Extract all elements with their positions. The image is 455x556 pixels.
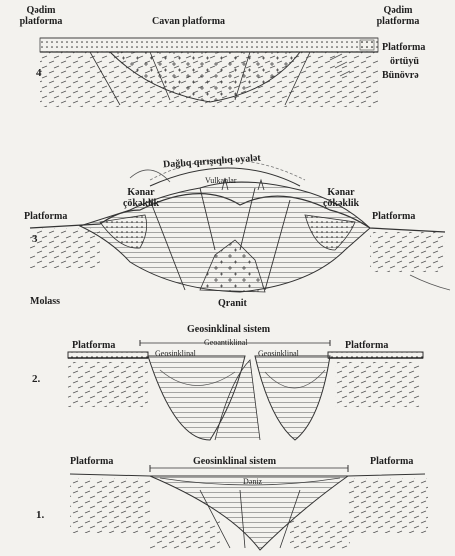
panel-3-left-trough: Kənar çökəklik xyxy=(110,187,172,209)
panel-4-center-label: Cavan platforma xyxy=(152,16,225,27)
panel-1-left-platform: Platforma xyxy=(70,456,113,467)
panel-2-left-platform: Platforma xyxy=(72,340,115,351)
panel-2-anticline-label: Geoantiklinal xyxy=(204,338,248,347)
panel-3-section xyxy=(30,160,450,292)
panel-4-legend-cover: Platforma xyxy=(382,42,425,53)
panel-1-system-label: Geosinklinal sistem xyxy=(193,456,276,467)
panel-3-number: 3 xyxy=(32,234,38,245)
panel-3-molasse: Molass xyxy=(30,296,60,307)
panel-3-volcano-label: Vulkanlar xyxy=(205,176,237,185)
panel-2-right-platform: Platforma xyxy=(345,340,388,351)
panel-3-left-platform: Platforma xyxy=(24,211,67,222)
panel-4-section xyxy=(40,38,378,107)
panel-2-right-geo: Geosinklinal xyxy=(258,349,299,358)
panel-4-number: 4 xyxy=(36,68,42,79)
panel-3-granite: Qranit xyxy=(218,298,247,309)
panel-1-right-platform: Platforma xyxy=(370,456,413,467)
panel-4-left-label: Qədim platforma xyxy=(6,5,76,27)
panel-3-right-trough: Kənar çökəklik xyxy=(310,187,372,209)
panel-4-right-label: Qədim platforma xyxy=(362,5,434,27)
panel-2-number: 2. xyxy=(32,374,40,385)
panel-1-number: 1. xyxy=(36,510,44,521)
panel-3-right-platform: Platforma xyxy=(372,211,415,222)
panel-4-legend-cover-2: örtüyü xyxy=(390,56,419,67)
panel-4-legend-basement: Bünövrə xyxy=(382,70,419,81)
panel-2-system-label: Geosinklinal sistem xyxy=(187,324,270,335)
panel-1-sea-label: Dəniz xyxy=(243,477,262,486)
panel-2-section xyxy=(68,340,423,440)
panel-2-left-geo: Geosinklinal xyxy=(155,349,196,358)
